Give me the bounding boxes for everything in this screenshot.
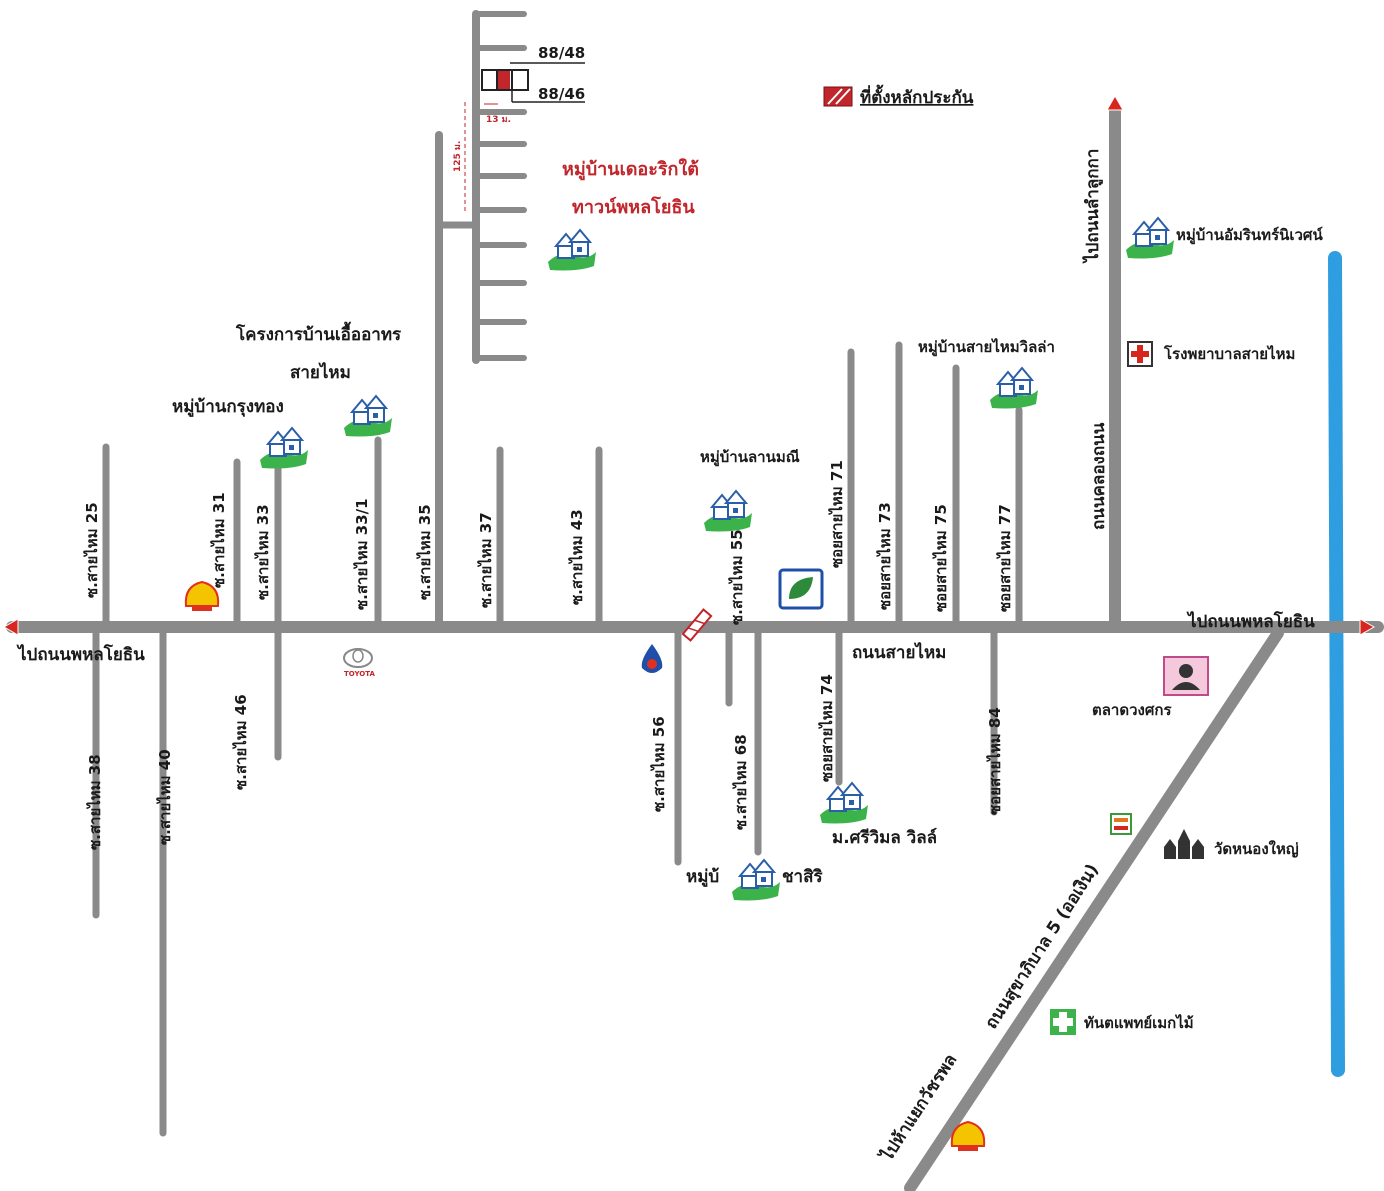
toyota-label: TOYOTA [344,670,375,678]
soi-25-label: ซ.สายไหม 25 [82,502,101,598]
soi-35-label: ซ.สายไหม 35 [415,504,434,600]
chasiri-label-a: หมู่บ้ [686,867,719,888]
toyota-icon [343,648,373,668]
amarin-label: หมู่บ้านอัมรินทร์นิเวศน์ [1176,226,1323,245]
saimai-villa-label: หมู่บ้านสายไหมวิลล่า [918,337,1055,357]
village-the-rich-label-2: ทาวน์พหลโยธิน [572,196,695,218]
soi-75-label: ซอยสายไหม 75 [931,504,950,612]
south-sois [92,628,998,1137]
house-icon [703,490,753,533]
crossing-icon [681,608,713,642]
plot-88-48-label: 88/48 [538,44,585,62]
sriwimon-label: ม.ศรีวิมล วิลล์ [832,827,937,848]
legend-collateral-label: ที่ตั้งหลักประกัน [860,84,974,108]
chasiri-label-b: ชาสิริ [782,867,823,887]
river [1328,251,1345,1077]
hospital-label: โรงพยาบาลสายไหม [1163,344,1295,363]
diagonal-road [904,627,1284,1191]
eua-arthorn-label: โครงการบ้านเอื้ออาทร [235,321,402,345]
southwest-destination-label: ไปห้าแยกวัชรพล [875,1050,961,1166]
soi-37-label: ซ.สายไหม 37 [476,512,495,608]
soi-46-label: ซ.สายไหม 46 [231,694,250,790]
temple-icon [1164,829,1204,859]
north-sois [102,131,1023,626]
dental-icon [1050,1009,1076,1035]
distance-13m-label: 13 ม. [486,115,511,125]
eua-arthorn-label-2: สายไหม [290,362,351,383]
soi-71-label: ซอยสายไหม 71 [827,460,846,568]
north-south-road-label: ถนนคลองถนน [1089,422,1109,530]
village-the-rich-label: หมู่บ้านเดอะริกใต้ [562,158,699,181]
krungthong-label: หมู่บ้านกรุงทอง [172,397,284,418]
soi-56-label: ซ.สายไหม 56 [649,716,668,812]
soi-33-label: ซ.สายไหม 33 [253,504,272,600]
house-icon [819,782,869,825]
west-destination-label: ไปถนนพหลโยธิน [16,644,145,665]
plot-88-46-label: 88/46 [538,85,585,103]
house-icon [547,229,597,272]
soi-74-label: ซอยสายไหม 74 [817,674,836,782]
soi-55-label: ซ.สายไหม 55 [727,529,746,625]
soi-43-label: ซ.สายไหม 43 [567,509,586,605]
legend-collateral-icon [823,86,853,107]
lanmanee-label: หมู่บ้านลานมณี [700,448,800,467]
north-destination-label: ไปถนนลำลูกกา [1082,149,1104,264]
house-icon [731,859,781,902]
bangchak-icon [778,568,824,610]
soi-77-label: ซอยสายไหม 77 [995,504,1014,612]
dental-label: ทันตแพทย์เมกไม้ [1084,1013,1194,1032]
market-label: ตลาดวงศกร [1092,701,1172,719]
seven-eleven-icon [1110,813,1132,835]
market-icon [1163,656,1209,696]
subdivision-comb [438,10,527,364]
house-icon [343,395,393,438]
main-road-label: ถนนสายไหม [852,642,946,663]
diagonal-road-label: ถนนสุขาภิบาล 5 (ออเงิน) [981,860,1103,1032]
collateral-plot [464,62,585,212]
soi-73-label: ซอยสายไหม 73 [875,502,894,610]
soi-84-label: ซอยสายไหม 84 [985,707,1004,815]
house-icon [259,427,309,470]
distance-125m-label: 125 ม. [453,141,463,172]
soi-31-label: ซ.สายไหม 31 [209,492,228,588]
house-icon [989,367,1039,410]
ptt-icon [641,644,663,673]
hospital-icon [1127,341,1153,367]
north-arrow-icon [1106,95,1124,111]
east-destination-label: ไปถนนพหลโยธิน [1186,611,1315,632]
wat-label: วัดหนองใหญ่ [1214,840,1299,858]
soi-33-1-label: ซ.สายไหม 33/1 [352,498,371,610]
soi-38-label: ซ.สายไหม 38 [85,754,104,850]
soi-40-label: ซ.สายไหม 40 [155,749,174,845]
soi-68-label: ซ.สายไหม 68 [731,734,750,830]
house-icon [1125,217,1175,260]
